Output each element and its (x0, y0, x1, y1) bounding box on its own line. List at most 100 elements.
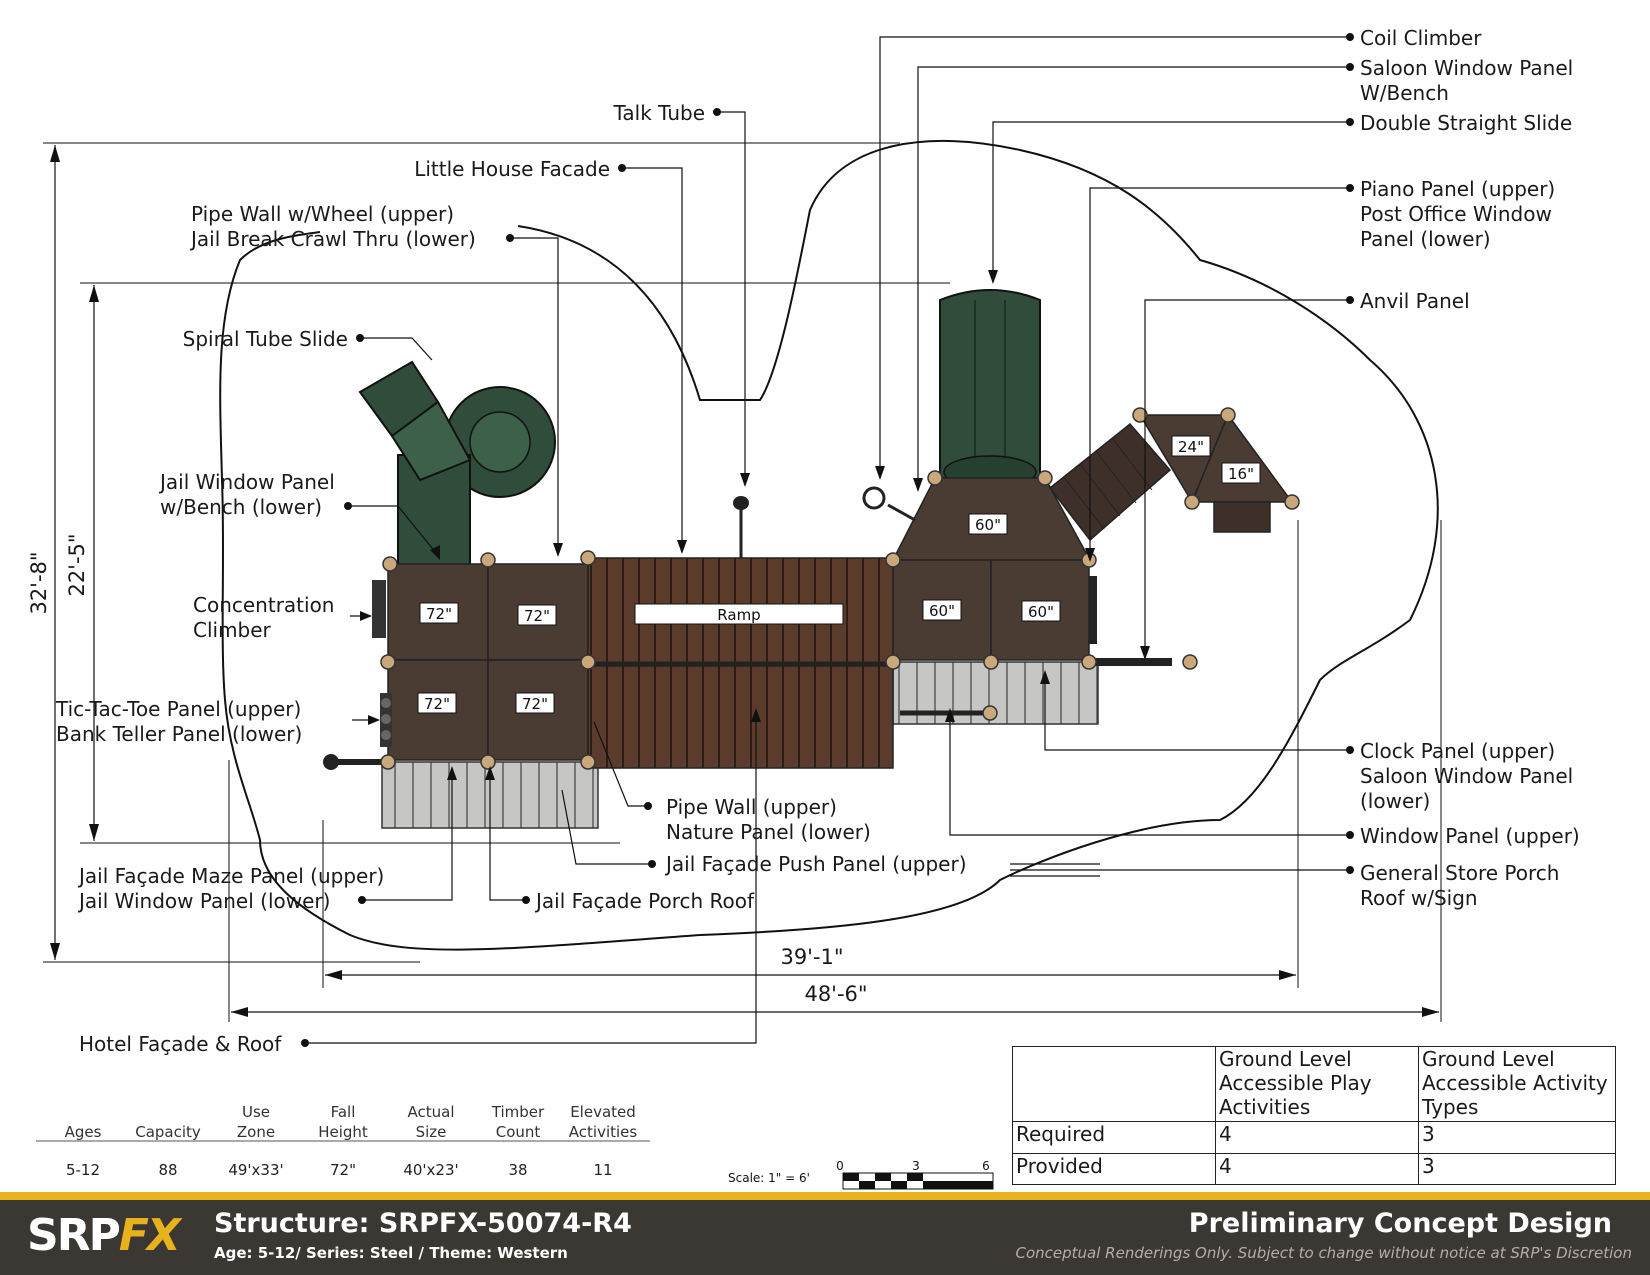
spec-value-zone: 49'x33' (228, 1161, 283, 1179)
deck-8-label: 24" (1178, 438, 1204, 456)
spec-value-timber: 38 (508, 1161, 527, 1179)
callout-piano-panel-3: Panel (lower) (1360, 227, 1491, 251)
hotel-facade-edge (1089, 576, 1097, 644)
scale-label: Scale: 1" = 6' (728, 1171, 810, 1185)
spec-header-zone-2: Zone (237, 1123, 275, 1141)
structure-subtitle: Age: 5-12/ Series: Steel / Theme: Wester… (214, 1244, 568, 1262)
deck-6-label: 60" (929, 602, 955, 620)
scale-tick-0: 0 (836, 1159, 844, 1173)
accessibility-row-required-label: Required (1012, 1121, 1216, 1154)
disclaimer-text: Conceptual Renderings Only. Subject to c… (1015, 1244, 1632, 1262)
spec-header-elevated-2: Activities (569, 1123, 638, 1141)
accessibility-row-provided-types: 3 (1418, 1152, 1616, 1185)
spec-header-fall-2: Height (318, 1123, 368, 1141)
callout-window-panel: Window Panel (upper) (1360, 824, 1580, 848)
structure-width-label: 39'-1" (780, 945, 843, 969)
callout-jail-maze-2: Jail Window Panel (lower) (77, 889, 330, 913)
callout-concentration-climber-2: Climber (193, 618, 272, 642)
dimension-structure-depth: 22'-5" (65, 282, 950, 844)
spec-header-ages-2: Ages (65, 1123, 102, 1141)
callout-little-house: Little House Facade (414, 157, 610, 181)
footer-accent-stripe (0, 1192, 1650, 1200)
structure-title: Structure: SRPFX-50074-R4 (214, 1208, 632, 1239)
callout-tic-tac-toe-1: Tic-Tac-Toe Panel (upper) (55, 697, 301, 721)
accessibility-row-provided-label: Provided (1012, 1152, 1216, 1185)
callout-labels: Coil Climber Saloon Window Panel W/Bench… (55, 26, 1580, 1056)
accessibility-corner-cell (1012, 1046, 1216, 1122)
leader-lines (307, 36, 1348, 1044)
overall-width-label: 48'-6" (804, 982, 867, 1006)
callout-pipe-wall-wheel-1: Pipe Wall w/Wheel (upper) (191, 202, 454, 226)
spec-value-ages: 5-12 (66, 1161, 100, 1179)
spec-header-capacity-2: Capacity (135, 1123, 201, 1141)
callout-jail-porch-roof: Jail Façade Porch Roof (534, 889, 755, 913)
callout-general-store-2: Roof w/Sign (1360, 886, 1478, 910)
deck-9-label: 16" (1228, 465, 1254, 483)
spec-value-elevated: 11 (593, 1161, 612, 1179)
srpfx-logo: SRPFX (27, 1210, 181, 1261)
structure-depth-label: 22'-5" (65, 533, 89, 596)
overall-depth-label: 32'-8" (27, 551, 51, 614)
little-house-facade-shape (587, 665, 894, 769)
callout-piano-panel-2: Post Office Window (1360, 202, 1552, 226)
deck-7-label: 60" (1028, 603, 1054, 621)
spec-value-size: 40'x23' (403, 1161, 458, 1179)
spec-header-elevated-1: Elevated (570, 1103, 636, 1121)
accessibility-row-required-types: 3 (1418, 1121, 1616, 1154)
double-straight-slide-shape (939, 289, 1041, 489)
step-block-shape (1213, 501, 1271, 533)
logo-srp: SRP (27, 1210, 121, 1261)
callout-jail-maze-1: Jail Façade Maze Panel (upper) (77, 864, 384, 888)
stair-shape (1048, 422, 1172, 542)
accessibility-table: Ground Level Accessible Play Activities … (1012, 1046, 1616, 1185)
design-title: Preliminary Concept Design (1188, 1208, 1612, 1239)
accessibility-row-provided-play: 4 (1215, 1152, 1419, 1185)
spec-header-fall-1: Fall (331, 1103, 356, 1121)
callout-pipe-wall-wheel-2: Jail Break Crawl Thru (lower) (189, 227, 476, 251)
scale-bar: Scale: 1" = 6' 0 3 6 (728, 1159, 994, 1190)
callout-talk-tube: Talk Tube (612, 101, 705, 125)
callout-jail-push-panel: Jail Façade Push Panel (upper) (664, 852, 967, 876)
callout-piano-panel-1: Piano Panel (upper) (1360, 177, 1555, 201)
coil-climber-shape (862, 486, 886, 510)
callout-clock-panel-1: Clock Panel (upper) (1360, 739, 1555, 763)
scale-tick-6: 6 (982, 1159, 990, 1173)
spec-header-timber-2: Count (496, 1123, 541, 1141)
callout-spiral-tube-slide: Spiral Tube Slide (183, 327, 348, 351)
callout-pipe-wall-nature-1: Pipe Wall (upper) (666, 795, 837, 819)
callout-anvil-panel: Anvil Panel (1360, 289, 1470, 313)
callout-hotel-facade: Hotel Façade & Roof (79, 1032, 282, 1056)
anvil-panel-shape (1090, 658, 1172, 666)
callout-concentration-climber-1: Concentration (193, 593, 334, 617)
callout-clock-panel-2: Saloon Window Panel (1360, 764, 1573, 788)
callout-saloon-window-bench-1: Saloon Window Panel (1360, 56, 1573, 80)
concentration-climber-shape (372, 580, 386, 638)
leader-arrowheads (360, 270, 1150, 780)
dimension-structure-width: 39'-1" (322, 520, 1299, 988)
leader-dots (301, 33, 1354, 1047)
deck-labels: 72" 72" 72" 72" Ramp 60" 60" 60" 24" 16" (417, 435, 1261, 714)
spec-value-fall: 72" (330, 1161, 356, 1179)
callout-double-straight-slide: Double Straight Slide (1360, 111, 1572, 135)
callout-saloon-window-bench-2: W/Bench (1360, 81, 1449, 105)
use-zone-outline (219, 139, 1439, 951)
spec-header-size-1: Actual (408, 1103, 455, 1121)
spec-header-timber-1: Timber (491, 1103, 545, 1121)
deck-2-label: 72" (524, 607, 550, 625)
timber-posts (380, 407, 1300, 770)
deck-4-label: 72" (522, 695, 548, 713)
footer-bar: SRPFX Structure: SRPFX-50074-R4 Age: 5-1… (0, 1192, 1650, 1275)
deck-1-label: 72" (426, 605, 452, 623)
spec-value-capacity: 88 (158, 1161, 177, 1179)
callout-jail-window-bench-1: Jail Window Panel (158, 470, 335, 494)
callout-coil-climber: Coil Climber (1360, 26, 1482, 50)
accessibility-row-required-play: 4 (1215, 1121, 1419, 1154)
accessibility-header-play: Ground Level Accessible Play Activities (1215, 1046, 1419, 1122)
spec-header-zone-1: Use (242, 1103, 270, 1121)
callout-general-store-1: General Store Porch (1360, 861, 1559, 885)
dimension-overall-depth: 32'-8" (27, 142, 900, 963)
dimension-overall-width: 48'-6" (228, 520, 1442, 1022)
callout-jail-window-bench-2: w/Bench (lower) (160, 495, 322, 519)
deck-5-label: 60" (975, 516, 1001, 534)
accessibility-header-types: Ground Level Accessible Activity Types (1418, 1046, 1616, 1122)
